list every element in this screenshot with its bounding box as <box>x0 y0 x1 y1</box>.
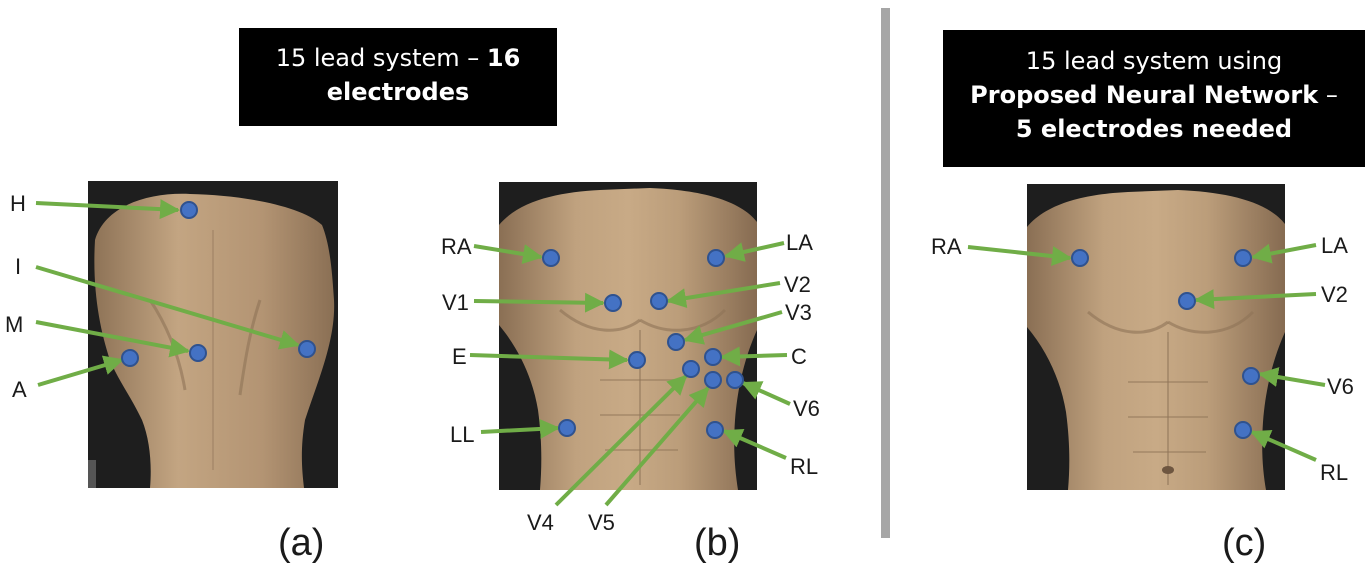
electrode-b-C <box>704 348 722 366</box>
label-b-V6: V6 <box>793 396 820 421</box>
arrow-b-V4 <box>554 374 688 507</box>
arrow-b-LA <box>724 241 785 262</box>
panel-divider <box>881 8 890 538</box>
arrow-a-M <box>35 320 190 358</box>
title-right-line2-tail: – <box>1318 81 1338 109</box>
label-a-A: A <box>12 377 27 402</box>
label-c-V2: V2 <box>1321 282 1348 307</box>
electrode-a-A <box>121 349 139 367</box>
arrow-b-RA <box>473 244 543 264</box>
label-b-V4: V4 <box>527 510 554 535</box>
arrows-a <box>35 199 300 387</box>
label-c-RL: RL <box>1320 460 1348 485</box>
electrode-c-RA <box>1071 249 1089 267</box>
electrode-b-RA <box>542 249 560 267</box>
arrow-c-RL <box>1250 430 1317 462</box>
arrow-b-LL <box>480 418 560 439</box>
title-left-line1: 15 lead system – <box>275 44 487 72</box>
arrow-b-V5 <box>604 386 710 507</box>
electrode-b-LL <box>558 419 576 437</box>
label-b-C: C <box>791 344 807 369</box>
title-right-line2: Proposed Neural Network <box>970 81 1319 109</box>
label-c-LA: LA <box>1321 233 1348 258</box>
arrow-b-V6 <box>741 381 791 406</box>
caption-a: (a) <box>278 522 324 564</box>
electrode-a-M <box>189 344 207 362</box>
title-left-bold: 16 <box>486 44 521 72</box>
torso-front-image-b <box>499 182 757 490</box>
torso-back-image <box>88 181 338 488</box>
electrode-c-V2 <box>1178 292 1196 310</box>
title-box-left: 15 lead system – 16 electrodes <box>239 28 557 126</box>
electrode-b-V3 <box>667 333 685 351</box>
title-right-line1: 15 lead system using <box>1025 47 1283 75</box>
arrow-c-LA <box>1251 243 1317 264</box>
label-b-V5: V5 <box>588 510 615 535</box>
arrow-a-A <box>37 355 124 387</box>
label-b-RL: RL <box>790 454 818 479</box>
electrode-b-V4 <box>682 360 700 378</box>
arrow-a-I <box>35 265 300 350</box>
arrow-c-RA <box>967 245 1072 267</box>
arrow-b-V1 <box>473 292 605 313</box>
electrode-b-E <box>628 351 646 369</box>
electrode-b-V6 <box>726 371 744 389</box>
arrow-b-V2 <box>666 281 781 309</box>
label-b-LL: LL <box>450 422 474 447</box>
label-a-I: I <box>15 254 21 279</box>
electrode-c-LA <box>1234 249 1252 267</box>
electrode-c-V6 <box>1242 367 1260 385</box>
arrow-c-V6 <box>1258 367 1326 387</box>
label-c-RA: RA <box>931 234 962 259</box>
electrode-b-V5 <box>704 371 722 389</box>
electrode-a-I <box>298 340 316 358</box>
electrode-a-H <box>180 201 198 219</box>
label-b-E: E <box>452 344 467 369</box>
electrode-b-RL <box>706 421 724 439</box>
label-b-LA: LA <box>786 230 813 255</box>
title-right-line3: 5 electrodes needed <box>1015 115 1293 143</box>
electrode-c-RL <box>1234 421 1252 439</box>
label-b-V3: V3 <box>785 300 812 325</box>
title-left-line2: electrodes <box>326 78 470 106</box>
arrow-b-C <box>720 346 788 367</box>
arrow-a-H <box>35 199 180 220</box>
label-b-RA: RA <box>441 234 472 259</box>
label-a-M: M <box>5 312 23 337</box>
arrow-b-V3 <box>683 310 783 345</box>
arrows-b <box>469 241 791 507</box>
electrodes <box>121 201 1260 439</box>
arrow-b-RL <box>722 429 787 460</box>
label-c-V6: V6 <box>1327 374 1354 399</box>
label-a-H: H <box>10 191 26 216</box>
arrow-c-V2 <box>1194 289 1317 310</box>
caption-c: (c) <box>1222 522 1266 564</box>
electrode-b-LA <box>707 249 725 267</box>
title-box-right: 15 lead system using Proposed Neural Net… <box>943 30 1365 167</box>
electrode-b-V2 <box>650 292 668 310</box>
label-b-V2: V2 <box>784 272 811 297</box>
torso-front-image-c <box>1027 184 1285 490</box>
label-b-V1: V1 <box>442 290 469 315</box>
electrode-b-V1 <box>604 294 622 312</box>
arrows-c <box>967 243 1326 462</box>
arrow-b-E <box>469 349 629 370</box>
caption-b: (b) <box>694 522 740 564</box>
